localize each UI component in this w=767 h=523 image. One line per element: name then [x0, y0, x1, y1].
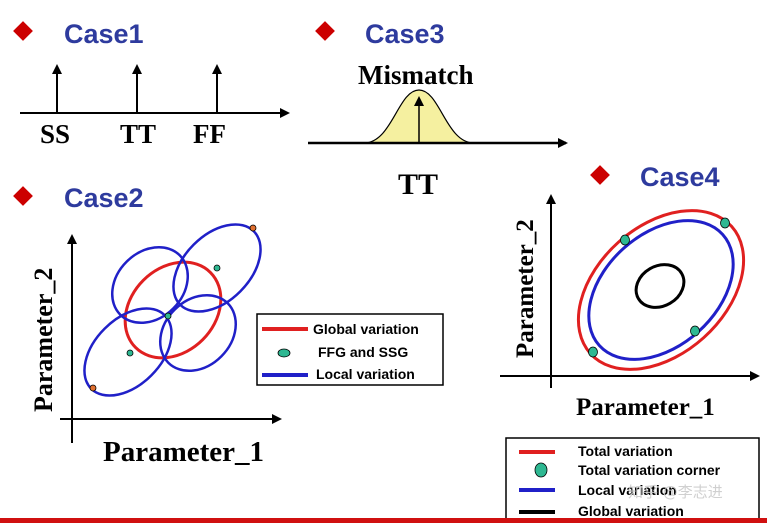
case2-title: Case2: [64, 183, 144, 213]
case2-corner-dot: [164, 312, 172, 320]
case4-legend-corner-label: Total variation corner: [578, 462, 721, 478]
case3-mismatch-label: Mismatch: [358, 60, 473, 90]
case1-diamond-icon: [13, 21, 33, 41]
case1-label-ss: SS: [40, 119, 70, 149]
case4-local-ellipse: [587, 219, 735, 361]
case2-legend-local-label: Local variation: [316, 366, 415, 382]
case3-diamond-icon: [315, 21, 335, 41]
case4-legend-total-label: Total variation: [578, 443, 673, 459]
case2-global-ellipse: [123, 260, 223, 360]
case4-corner-marker: [620, 234, 630, 246]
case1-label-tt: TT: [120, 119, 156, 149]
case4-ylabel: Parameter_2: [512, 219, 539, 358]
case4-global-ellipse: [634, 263, 686, 309]
case4-panel: Case4 Parameter_2 Parameter_1 Total vari…: [500, 162, 760, 523]
case3-panel: Case3 Mismatch TT: [308, 19, 568, 201]
case4-legend-global-label: Global variation: [578, 503, 684, 519]
bottom-rule: [0, 518, 767, 523]
case2-legend-corners-label: FFG and SSG: [318, 344, 408, 360]
case4-diamond-icon: [590, 165, 610, 185]
case4-legend-local-label: Local variation: [578, 482, 677, 498]
case2-panel: Case2 Parameter_2 Parameter_1 Global var…: [13, 183, 444, 468]
case4-xlabel: Parameter_1: [576, 394, 715, 421]
case3-title: Case3: [365, 19, 445, 49]
case1-label-ff: FF: [193, 119, 226, 149]
watermark: 知乎 @李志进: [628, 483, 723, 501]
case2-corner-dot: [249, 224, 257, 232]
case2-ylabel: Parameter_2: [29, 268, 58, 412]
case2-corner-dot: [126, 349, 134, 357]
case2-corner-dot: [89, 384, 97, 392]
case3-center-label: TT: [398, 168, 438, 201]
case2-local-ellipse-bottom-right: [158, 293, 238, 373]
case2-diamond-icon: [13, 186, 33, 206]
case2-legend-corner-swatch: [277, 348, 291, 358]
case4-title: Case4: [640, 162, 720, 192]
case2-legend: Global variation FFG and SSG Local varia…: [256, 313, 444, 386]
case4-total-ellipse: [576, 209, 746, 371]
case2-local-ellipse-top-left: [110, 245, 190, 325]
case2-corner-dot: [213, 264, 221, 272]
case1-panel: Case1 SS TT FF: [13, 19, 290, 149]
case1-title: Case1: [64, 19, 144, 49]
case2-xlabel: Parameter_1: [103, 436, 264, 468]
case4-corner-marker: [588, 346, 598, 358]
case4-legend-corner-swatch: [534, 462, 548, 478]
case2-legend-global-label: Global variation: [313, 321, 419, 337]
case4-corner-marker: [690, 325, 700, 337]
case4-legend: Total variation Total variation corner L…: [505, 437, 760, 523]
case4-corner-marker: [720, 217, 730, 229]
